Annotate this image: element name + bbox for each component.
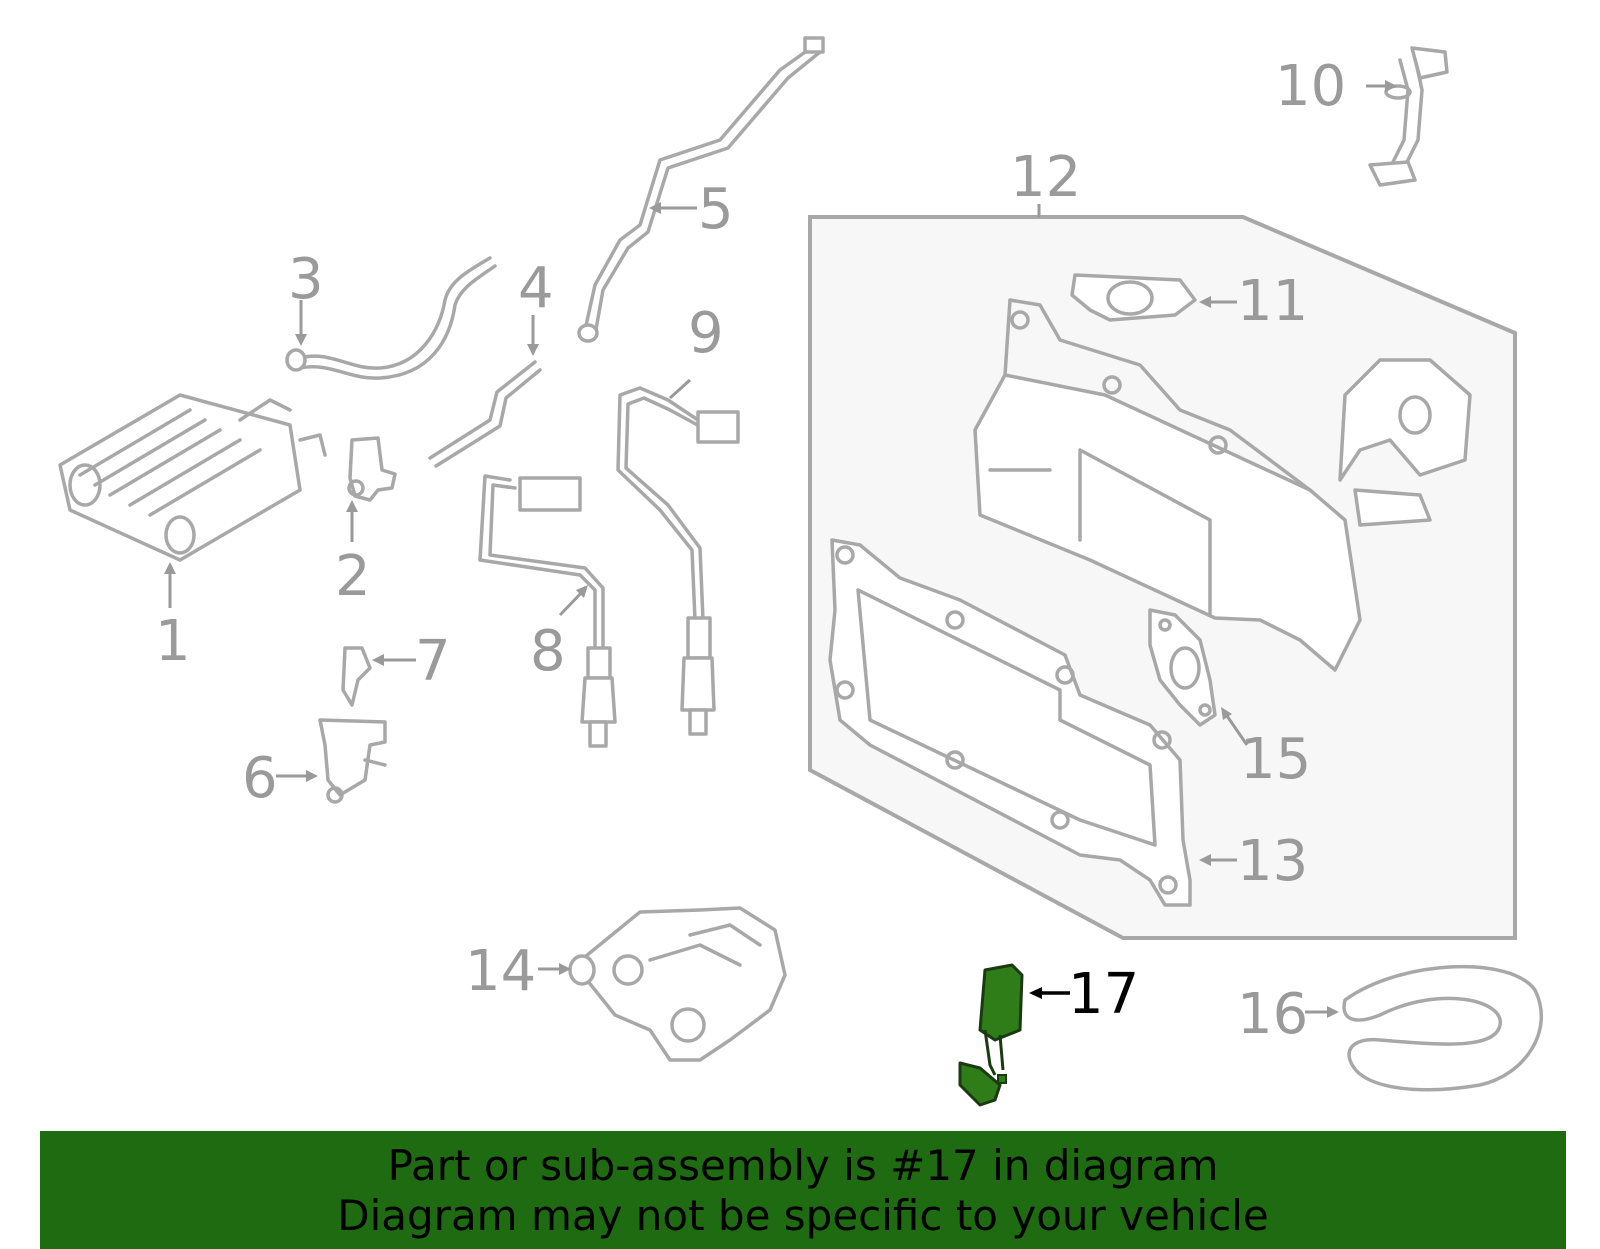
part-13-gasket[interactable]: [828, 538, 1192, 907]
part-12-egr-cooler[interactable]: [973, 298, 1472, 672]
part-7-bracket[interactable]: [341, 646, 372, 707]
callout-8: 8: [530, 619, 566, 684]
banner-line-2: Diagram may not be specific to your vehi…: [337, 1191, 1269, 1240]
callout-16: 16: [1237, 982, 1308, 1047]
callout-12: 12: [1010, 145, 1081, 210]
part-8-oxygen-sensor[interactable]: [478, 474, 617, 748]
part-14-egr-valve[interactable]: [568, 906, 787, 1062]
callout-3: 3: [288, 247, 324, 312]
callout-9: 9: [688, 301, 724, 366]
notice-banner: Part or sub-assembly is #17 in diagram D…: [40, 1131, 1566, 1249]
part-11-gasket[interactable]: [1070, 273, 1197, 322]
callout-1: 1: [155, 609, 191, 674]
banner-line-1: Part or sub-assembly is #17 in diagram: [387, 1141, 1219, 1190]
callout-5: 5: [698, 177, 734, 242]
callout-13: 13: [1237, 829, 1308, 894]
part-15-gasket[interactable]: [1148, 608, 1217, 727]
callout-17: 17: [1068, 962, 1139, 1027]
part-3-hose[interactable]: [285, 256, 497, 380]
callout-11: 11: [1237, 269, 1308, 334]
callout-15: 15: [1240, 727, 1311, 792]
part-17-sensor[interactable]: [958, 963, 1024, 1107]
part-1-canister[interactable]: [58, 393, 327, 562]
part-5-hose[interactable]: [577, 36, 825, 343]
callout-4: 4: [518, 256, 554, 321]
callout-7: 7: [415, 629, 451, 694]
part-6-solenoid[interactable]: [318, 718, 387, 804]
part-9-oxygen-sensor[interactable]: [616, 386, 740, 736]
part-16-hose[interactable]: [1342, 964, 1544, 1092]
part-10-egr-pipe[interactable]: [1368, 46, 1449, 187]
callout-6: 6: [242, 746, 278, 811]
part-2-valve[interactable]: [347, 436, 397, 502]
callout-2: 2: [335, 544, 371, 609]
callout-10: 10: [1275, 54, 1346, 119]
part-4-hose[interactable]: [428, 360, 542, 468]
callout-14: 14: [465, 939, 536, 1004]
